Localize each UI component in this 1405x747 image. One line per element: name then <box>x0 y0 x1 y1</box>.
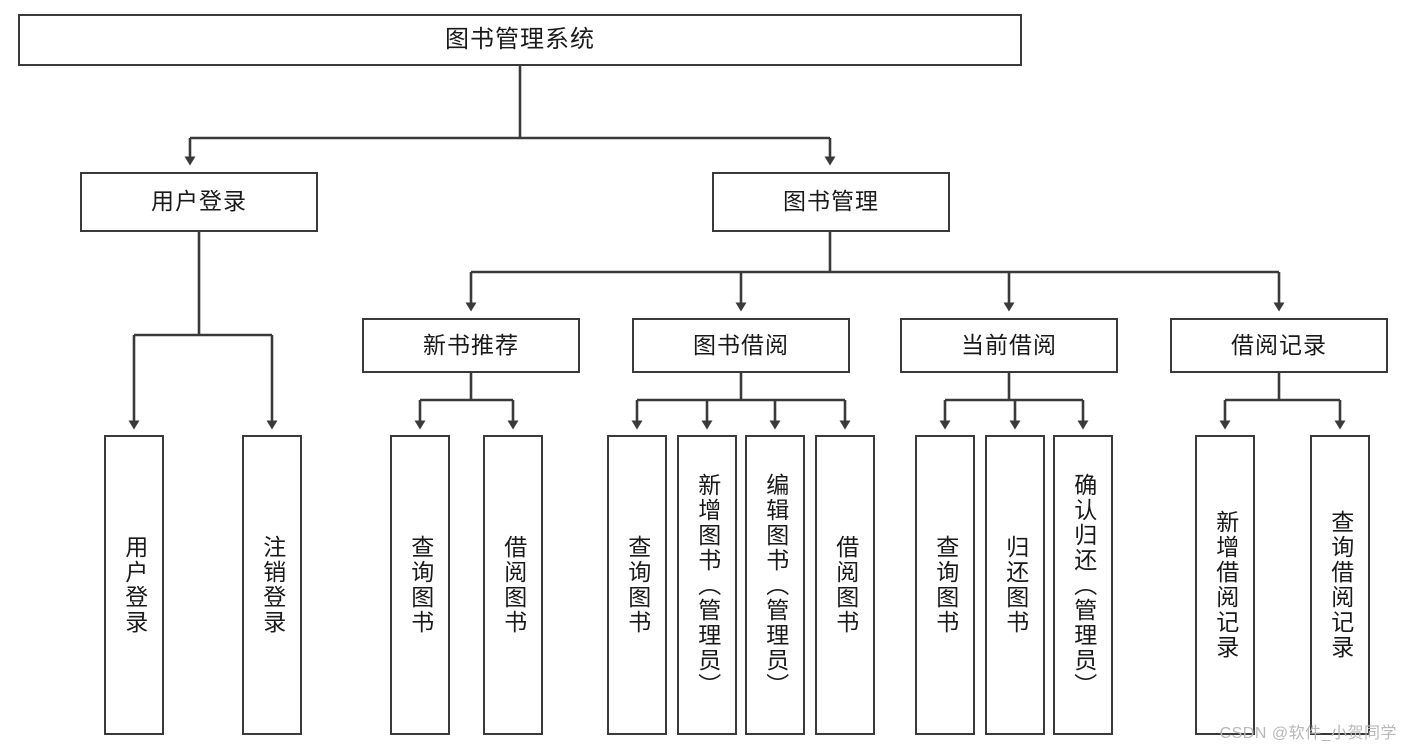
leaf-records-add-label: 新增借阅记录 <box>1212 510 1239 660</box>
node-new-book-recommend[interactable]: 新书推荐 <box>362 318 580 373</box>
leaf-current-borrow-confirm[interactable]: 确认归还（管理员） <box>1053 435 1113 735</box>
leaf-records-query[interactable]: 查询借阅记录 <box>1310 435 1370 735</box>
node-book-management-label: 图书管理 <box>783 188 879 215</box>
leaf-book-borrow-add[interactable]: 新增图书（管理员） <box>677 435 737 735</box>
leaf-book-borrow-add-label: 新增图书（管理员） <box>694 472 721 698</box>
leaf-new-book-borrow[interactable]: 借阅图书 <box>483 435 543 735</box>
leaf-current-borrow-query[interactable]: 查询图书 <box>915 435 975 735</box>
leaf-book-borrow-edit[interactable]: 编辑图书（管理员） <box>745 435 805 735</box>
leaf-records-query-label: 查询借阅记录 <box>1327 510 1354 660</box>
node-root-system[interactable]: 图书管理系统 <box>18 14 1022 66</box>
node-borrow-records-label: 借阅记录 <box>1231 331 1327 358</box>
node-borrow-records[interactable]: 借阅记录 <box>1170 318 1388 373</box>
leaf-current-borrow-return[interactable]: 归还图书 <box>985 435 1045 735</box>
node-root-system-label: 图书管理系统 <box>445 25 595 53</box>
leaf-book-borrow-edit-label: 编辑图书（管理员） <box>762 472 789 698</box>
leaf-current-borrow-confirm-label: 确认归还（管理员） <box>1070 472 1097 698</box>
leaf-user-login-signin[interactable]: 用户登录 <box>104 435 164 735</box>
leaf-book-borrow-query[interactable]: 查询图书 <box>607 435 667 735</box>
node-current-borrow[interactable]: 当前借阅 <box>900 318 1118 373</box>
node-user-login-label: 用户登录 <box>151 188 247 215</box>
node-book-management[interactable]: 图书管理 <box>712 172 950 232</box>
node-new-book-recommend-label: 新书推荐 <box>423 331 519 358</box>
leaf-user-login-signin-label: 用户登录 <box>121 535 148 635</box>
leaf-user-login-signout[interactable]: 注销登录 <box>242 435 302 735</box>
leaf-new-book-query[interactable]: 查询图书 <box>390 435 450 735</box>
leaf-current-borrow-return-label: 归还图书 <box>1002 535 1029 635</box>
node-book-borrow-label: 图书借阅 <box>693 331 789 358</box>
leaf-book-borrow-lend[interactable]: 借阅图书 <box>815 435 875 735</box>
leaf-new-book-query-label: 查询图书 <box>407 535 434 635</box>
node-user-login[interactable]: 用户登录 <box>80 172 318 232</box>
leaf-new-book-borrow-label: 借阅图书 <box>500 535 527 635</box>
node-current-borrow-label: 当前借阅 <box>961 331 1057 358</box>
watermark-text: CSDN @软件_小贺同学 <box>1219 725 1397 742</box>
leaf-user-login-signout-label: 注销登录 <box>259 535 286 635</box>
node-book-borrow[interactable]: 图书借阅 <box>632 318 850 373</box>
leaf-book-borrow-query-label: 查询图书 <box>624 535 651 635</box>
leaf-current-borrow-query-label: 查询图书 <box>932 535 959 635</box>
leaf-book-borrow-lend-label: 借阅图书 <box>832 535 859 635</box>
leaf-records-add[interactable]: 新增借阅记录 <box>1195 435 1255 735</box>
